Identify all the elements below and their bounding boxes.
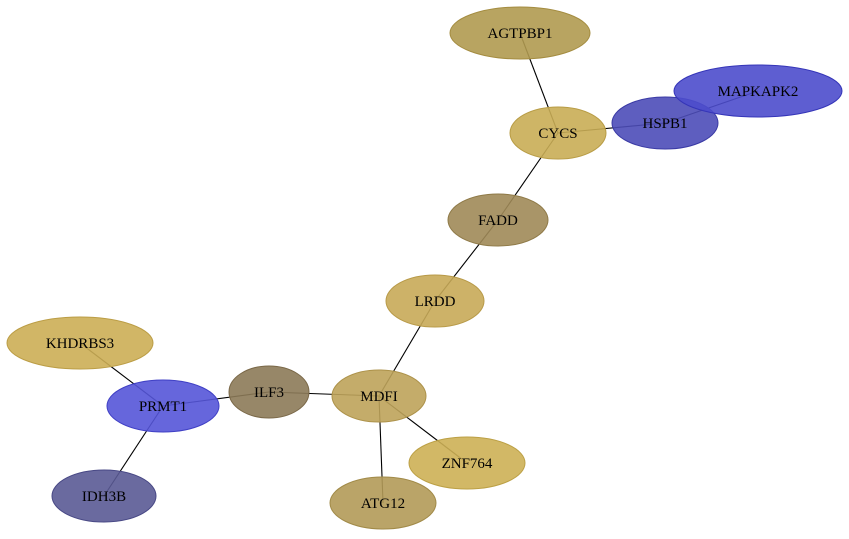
node-label-idh3b: IDH3B xyxy=(82,489,126,505)
node-label-mapkapk2: MAPKAPK2 xyxy=(718,84,799,100)
node-label-khdrbs3: KHDRBS3 xyxy=(46,336,114,352)
node-label-fadd: FADD xyxy=(478,213,518,229)
node-znf764[interactable]: ZNF764 xyxy=(408,436,526,490)
node-shape-agtpbp1[interactable] xyxy=(449,6,591,60)
node-shape-mapkapk2[interactable] xyxy=(673,64,843,118)
node-fadd[interactable]: FADD xyxy=(447,193,549,247)
node-shape-prmt1[interactable] xyxy=(106,379,220,433)
node-prmt1[interactable]: PRMT1 xyxy=(106,379,220,433)
node-shape-mdfi[interactable] xyxy=(331,369,427,423)
node-shape-atg12[interactable] xyxy=(329,476,437,530)
node-atg12[interactable]: ATG12 xyxy=(329,476,437,530)
node-label-znf764: ZNF764 xyxy=(442,456,493,472)
node-label-ilf3: ILF3 xyxy=(254,385,284,401)
node-shape-ilf3[interactable] xyxy=(228,365,310,419)
node-label-agtpbp1: AGTPBP1 xyxy=(487,26,552,42)
node-ilf3[interactable]: ILF3 xyxy=(228,365,310,419)
node-shape-khdrbs3[interactable] xyxy=(6,316,154,370)
node-label-mdfi: MDFI xyxy=(360,389,398,405)
node-label-hspb1: HSPB1 xyxy=(642,116,687,132)
node-shape-znf764[interactable] xyxy=(408,436,526,490)
node-idh3b[interactable]: IDH3B xyxy=(51,469,157,523)
node-khdrbs3[interactable]: KHDRBS3 xyxy=(6,316,154,370)
node-lrdd[interactable]: LRDD xyxy=(385,274,485,328)
node-label-lrdd: LRDD xyxy=(415,294,456,310)
node-mapkapk2[interactable]: MAPKAPK2 xyxy=(673,64,843,118)
node-label-atg12: ATG12 xyxy=(361,496,405,512)
node-label-prmt1: PRMT1 xyxy=(139,399,187,415)
node-shape-cycs[interactable] xyxy=(509,106,607,160)
node-label-cycs: CYCS xyxy=(538,126,577,142)
node-shape-idh3b[interactable] xyxy=(51,469,157,523)
node-hspb1[interactable]: HSPB1 xyxy=(611,96,719,150)
node-shape-fadd[interactable] xyxy=(447,193,549,247)
node-shape-lrdd[interactable] xyxy=(385,274,485,328)
node-shape-hspb1[interactable] xyxy=(611,96,719,150)
node-mdfi[interactable]: MDFI xyxy=(331,369,427,423)
node-cycs[interactable]: CYCS xyxy=(509,106,607,160)
node-agtpbp1[interactable]: AGTPBP1 xyxy=(449,6,591,60)
